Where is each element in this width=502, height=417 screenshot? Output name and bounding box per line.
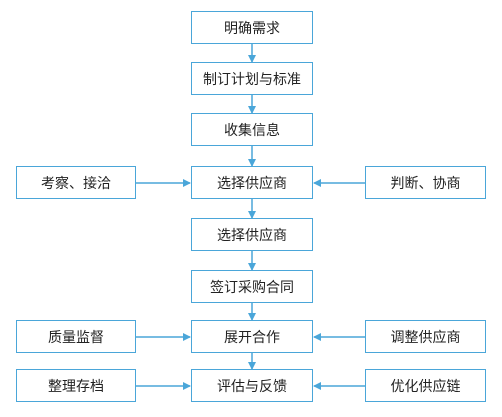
- step-5-label: 选择供应商: [217, 227, 287, 244]
- left-input-3-box: 整理存档: [16, 369, 136, 402]
- left-input-2-box: 质量监督: [16, 320, 136, 353]
- step-2-label: 制订计划与标准: [203, 71, 301, 88]
- step-6-box: 签订采购合同: [191, 270, 313, 303]
- right-input-1-box: 判断、协商: [365, 166, 486, 199]
- step-6-label: 签订采购合同: [210, 279, 294, 296]
- step-1-box: 明确需求: [191, 11, 313, 44]
- step-1-label: 明确需求: [224, 20, 280, 37]
- right-input-2-label: 调整供应商: [390, 329, 461, 346]
- step-4-label: 选择供应商: [217, 175, 287, 192]
- right-input-2-box: 调整供应商: [365, 320, 486, 353]
- step-5-box: 选择供应商: [191, 218, 313, 251]
- right-input-3-box: 优化供应链: [365, 369, 486, 402]
- step-8-label: 评估与反馈: [217, 378, 287, 395]
- left-input-1-box: 考察、接洽: [16, 166, 136, 199]
- right-input-3-label: 优化供应链: [390, 378, 461, 395]
- step-2-box: 制订计划与标准: [191, 62, 313, 95]
- step-4-box: 选择供应商: [191, 166, 313, 199]
- right-input-1-label: 判断、协商: [390, 175, 461, 192]
- step-3-label: 收集信息: [224, 122, 280, 139]
- left-input-1-label: 考察、接洽: [41, 175, 111, 192]
- step-8-box: 评估与反馈: [191, 369, 313, 402]
- left-input-3-label: 整理存档: [48, 378, 104, 395]
- step-3-box: 收集信息: [191, 113, 313, 146]
- step-7-box: 展开合作: [191, 320, 313, 353]
- step-7-label: 展开合作: [224, 329, 280, 346]
- left-input-2-label: 质量监督: [48, 329, 104, 346]
